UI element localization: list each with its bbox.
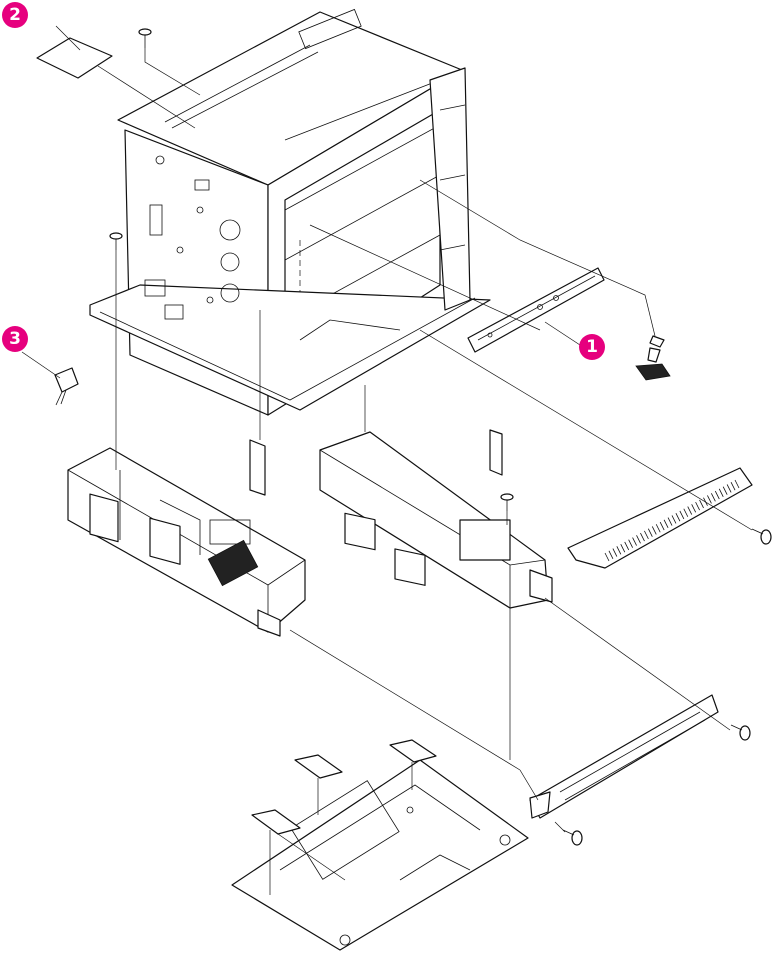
screw-icon: [501, 494, 513, 511]
bottom-strip: [530, 695, 718, 818]
callout-1: 1: [579, 334, 605, 360]
rail-guide: [568, 468, 752, 568]
part-2-label-sheet: [37, 38, 112, 78]
screw-icon: [563, 830, 582, 845]
screw-icon: [110, 233, 122, 250]
latch-parts: [636, 336, 670, 380]
callout-2: 2: [2, 2, 28, 28]
left-side-assembly: [68, 440, 305, 636]
base-plate: [232, 740, 528, 950]
main-chassis-frame: [90, 9, 490, 415]
screw-icon: [139, 29, 151, 48]
screw-icon: [752, 529, 771, 544]
part-3-clip: [55, 368, 78, 405]
callout-3: 3: [2, 326, 28, 352]
screw-icon: [731, 725, 750, 740]
right-side-assembly: [320, 430, 552, 608]
